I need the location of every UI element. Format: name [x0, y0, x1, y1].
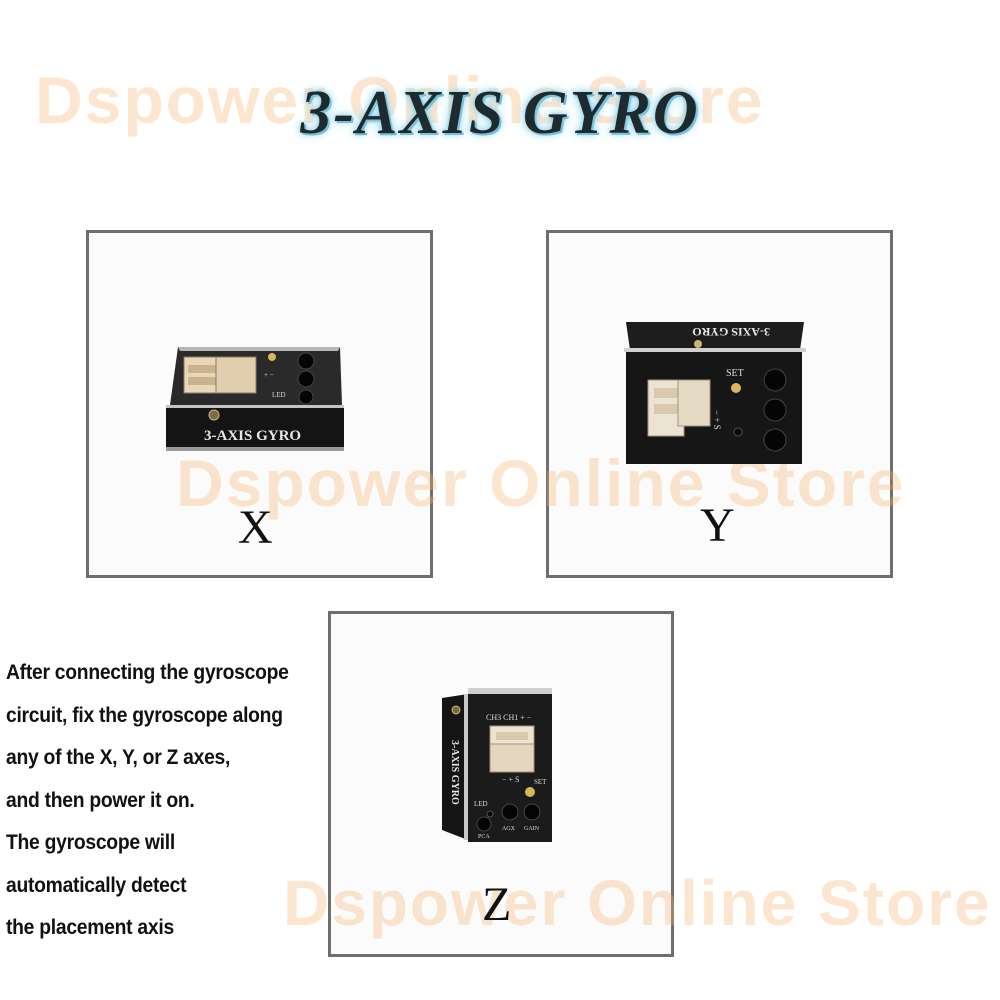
gyro-device-z-image: 3-AXIS GYRO CH3 CH1 + − − + S SET LED PC…: [442, 688, 552, 842]
pca-label-z: PCA: [478, 834, 490, 840]
gain-label-z: GAIN: [524, 826, 540, 832]
instruction-text: After connecting the gyroscope circuit, …: [6, 652, 310, 950]
device-label-x: 3-AXIS GYRO: [204, 428, 301, 444]
device-label-y: 3-AXIS GYRO: [692, 325, 770, 339]
watermark-bottom: Dspower Online Store: [283, 867, 992, 939]
watermark-top: Dspower Online Store: [35, 63, 765, 137]
instruction-line: After connecting the gyroscope: [6, 661, 289, 684]
set-label-y: SET: [726, 368, 744, 379]
instruction-line: any of the X, Y, or Z axes,: [6, 746, 231, 769]
pins-label-z: − + S: [502, 775, 519, 784]
page-title: 3-AXIS GYRO: [300, 79, 700, 147]
instruction-line: and then power it on.: [6, 788, 195, 812]
instruction-line: the placement axis: [6, 916, 174, 939]
svg-text:− + S: − + S: [712, 410, 722, 430]
agx-label-z: AGX: [502, 826, 516, 832]
svg-text:+ −: + −: [264, 371, 274, 379]
led-label-z: LED: [474, 800, 488, 808]
axis-label-x: X: [238, 501, 273, 554]
instruction-line: automatically detect: [6, 873, 187, 897]
gyro-device-y-image: 3-AXIS GYRO SET − + S: [624, 322, 806, 464]
ch-label-z: CH3 CH1 + −: [486, 713, 532, 722]
gyro-device-x-image: + − LED 3-AXIS GYRO: [166, 347, 344, 451]
svg-text:LED: LED: [272, 391, 286, 399]
set-label-z: SET: [534, 778, 547, 786]
instruction-line: The gyroscope will: [6, 831, 175, 854]
axis-label-z: Z: [482, 878, 512, 931]
svg-text:3-AXIS GYRO: 3-AXIS GYRO: [449, 740, 460, 805]
axis-label-y: Y: [700, 499, 735, 552]
instruction-line: circuit, fix the gyroscope along: [6, 703, 283, 727]
